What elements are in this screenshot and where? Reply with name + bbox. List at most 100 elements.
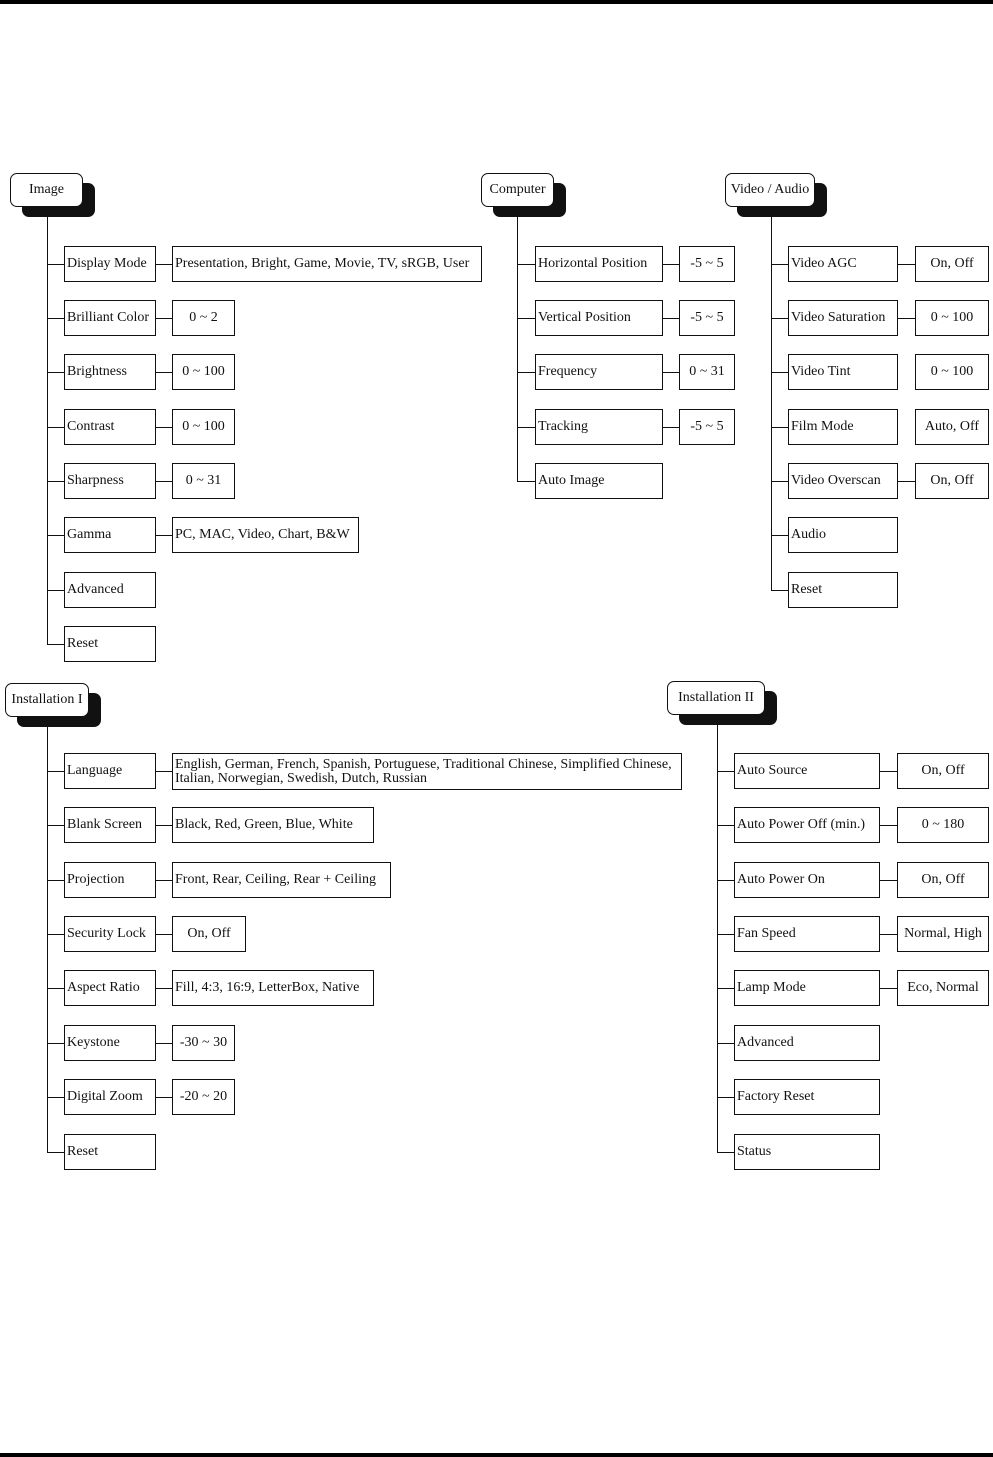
connector bbox=[156, 771, 174, 772]
branch bbox=[47, 318, 65, 319]
value-keystone: -30 ~ 30 bbox=[172, 1025, 235, 1061]
branch bbox=[517, 427, 536, 428]
top-rule bbox=[0, 0, 993, 4]
connector bbox=[156, 1097, 174, 1098]
connector bbox=[156, 372, 174, 373]
branch bbox=[717, 825, 735, 826]
connector bbox=[880, 771, 898, 772]
menu-item-reset[interactable]: Reset bbox=[64, 1134, 156, 1170]
branch bbox=[517, 318, 536, 319]
connector bbox=[156, 264, 174, 265]
menu-item-advanced[interactable]: Advanced bbox=[64, 572, 156, 608]
menu-item-vertical-position[interactable]: Vertical Position bbox=[535, 300, 663, 336]
value-video-overscan: On, Off bbox=[915, 463, 989, 499]
menu-item-auto-power-on[interactable]: Auto Power On bbox=[734, 862, 880, 898]
menu-item-aspect-ratio[interactable]: Aspect Ratio bbox=[64, 970, 156, 1006]
menu-item-brilliant-color[interactable]: Brilliant Color bbox=[64, 300, 156, 336]
branch bbox=[47, 1043, 65, 1044]
menu-item-video-agc[interactable]: Video AGC bbox=[788, 246, 898, 282]
connector bbox=[156, 934, 174, 935]
connector bbox=[880, 880, 898, 881]
connector bbox=[663, 318, 680, 319]
branch bbox=[47, 1097, 65, 1098]
connector bbox=[663, 372, 680, 373]
menu-item-reset[interactable]: Reset bbox=[788, 572, 898, 608]
branch bbox=[47, 481, 65, 482]
connector bbox=[156, 988, 174, 989]
menu-item-brightness[interactable]: Brightness bbox=[64, 354, 156, 390]
menu-item-blank-screen[interactable]: Blank Screen bbox=[64, 807, 156, 843]
menu-item-tracking[interactable]: Tracking bbox=[535, 409, 663, 445]
branch bbox=[771, 427, 789, 428]
connector bbox=[156, 1043, 174, 1044]
menu-item-auto-image[interactable]: Auto Image bbox=[535, 463, 663, 499]
menu-item-sharpness[interactable]: Sharpness bbox=[64, 463, 156, 499]
menu-item-display-mode[interactable]: Display Mode bbox=[64, 246, 156, 282]
menu-item-reset[interactable]: Reset bbox=[64, 626, 156, 662]
branch bbox=[771, 535, 789, 536]
value-blank-screen: Black, Red, Green, Blue, White bbox=[172, 807, 374, 843]
bottom-rule bbox=[0, 1453, 993, 1457]
menu-item-frequency[interactable]: Frequency bbox=[535, 354, 663, 390]
value-fan-speed: Normal, High bbox=[897, 916, 989, 952]
value-video-agc: On, Off bbox=[915, 246, 989, 282]
menu-item-auto-source[interactable]: Auto Source bbox=[734, 753, 880, 789]
value-tracking: -5 ~ 5 bbox=[679, 409, 735, 445]
menu-item-auto-power-off[interactable]: Auto Power Off (min.) bbox=[734, 807, 880, 843]
tree-trunk bbox=[517, 207, 518, 481]
branch bbox=[717, 1097, 735, 1098]
menu-item-fan-speed[interactable]: Fan Speed bbox=[734, 916, 880, 952]
image-menu-title: Image bbox=[10, 173, 83, 207]
branch bbox=[517, 264, 536, 265]
connector bbox=[663, 264, 680, 265]
connector bbox=[880, 934, 898, 935]
connector bbox=[898, 264, 916, 265]
menu-item-film-mode[interactable]: Film Mode bbox=[788, 409, 898, 445]
menu-item-gamma[interactable]: Gamma bbox=[64, 517, 156, 553]
menu-item-security-lock[interactable]: Security Lock bbox=[64, 916, 156, 952]
branch bbox=[47, 771, 65, 772]
connector bbox=[156, 825, 174, 826]
branch bbox=[771, 590, 789, 591]
value-horizontal-position: -5 ~ 5 bbox=[679, 246, 735, 282]
connector bbox=[898, 318, 916, 319]
menu-item-horizontal-position[interactable]: Horizontal Position bbox=[535, 246, 663, 282]
value-brilliant-color: 0 ~ 2 bbox=[172, 300, 235, 336]
menu-item-video-saturation[interactable]: Video Saturation bbox=[788, 300, 898, 336]
installation1-menu-header: Installation I bbox=[5, 683, 101, 727]
connector bbox=[156, 427, 174, 428]
value-gamma: PC, MAC, Video, Chart, B&W bbox=[172, 517, 359, 553]
branch bbox=[517, 372, 536, 373]
value-security-lock: On, Off bbox=[172, 916, 246, 952]
menu-item-lamp-mode[interactable]: Lamp Mode bbox=[734, 970, 880, 1006]
tree-trunk bbox=[717, 715, 718, 1152]
tree-trunk bbox=[771, 207, 772, 590]
menu-item-keystone[interactable]: Keystone bbox=[64, 1025, 156, 1061]
menu-item-video-overscan[interactable]: Video Overscan bbox=[788, 463, 898, 499]
menu-item-digital-zoom[interactable]: Digital Zoom bbox=[64, 1079, 156, 1115]
menu-item-video-tint[interactable]: Video Tint bbox=[788, 354, 898, 390]
menu-item-projection[interactable]: Projection bbox=[64, 862, 156, 898]
connector bbox=[880, 988, 898, 989]
value-language: English, German, French, Spanish, Portug… bbox=[172, 753, 682, 790]
connector bbox=[156, 481, 174, 482]
value-digital-zoom: -20 ~ 20 bbox=[172, 1079, 235, 1115]
menu-item-language[interactable]: Language bbox=[64, 753, 156, 789]
branch bbox=[717, 771, 735, 772]
connector bbox=[156, 880, 174, 881]
value-brightness: 0 ~ 100 bbox=[172, 354, 235, 390]
branch bbox=[47, 988, 65, 989]
value-aspect-ratio: Fill, 4:3, 16:9, LetterBox, Native bbox=[172, 970, 374, 1006]
branch bbox=[517, 481, 536, 482]
menu-item-advanced[interactable]: Advanced bbox=[734, 1025, 880, 1061]
value-film-mode: Auto, Off bbox=[915, 409, 989, 445]
menu-item-status[interactable]: Status bbox=[734, 1134, 880, 1170]
computer-menu-title: Computer bbox=[481, 173, 554, 207]
menu-item-factory-reset[interactable]: Factory Reset bbox=[734, 1079, 880, 1115]
branch bbox=[717, 988, 735, 989]
installation1-menu-title: Installation I bbox=[5, 683, 89, 717]
branch bbox=[47, 934, 65, 935]
menu-item-audio[interactable]: Audio bbox=[788, 517, 898, 553]
value-contrast: 0 ~ 100 bbox=[172, 409, 235, 445]
menu-item-contrast[interactable]: Contrast bbox=[64, 409, 156, 445]
